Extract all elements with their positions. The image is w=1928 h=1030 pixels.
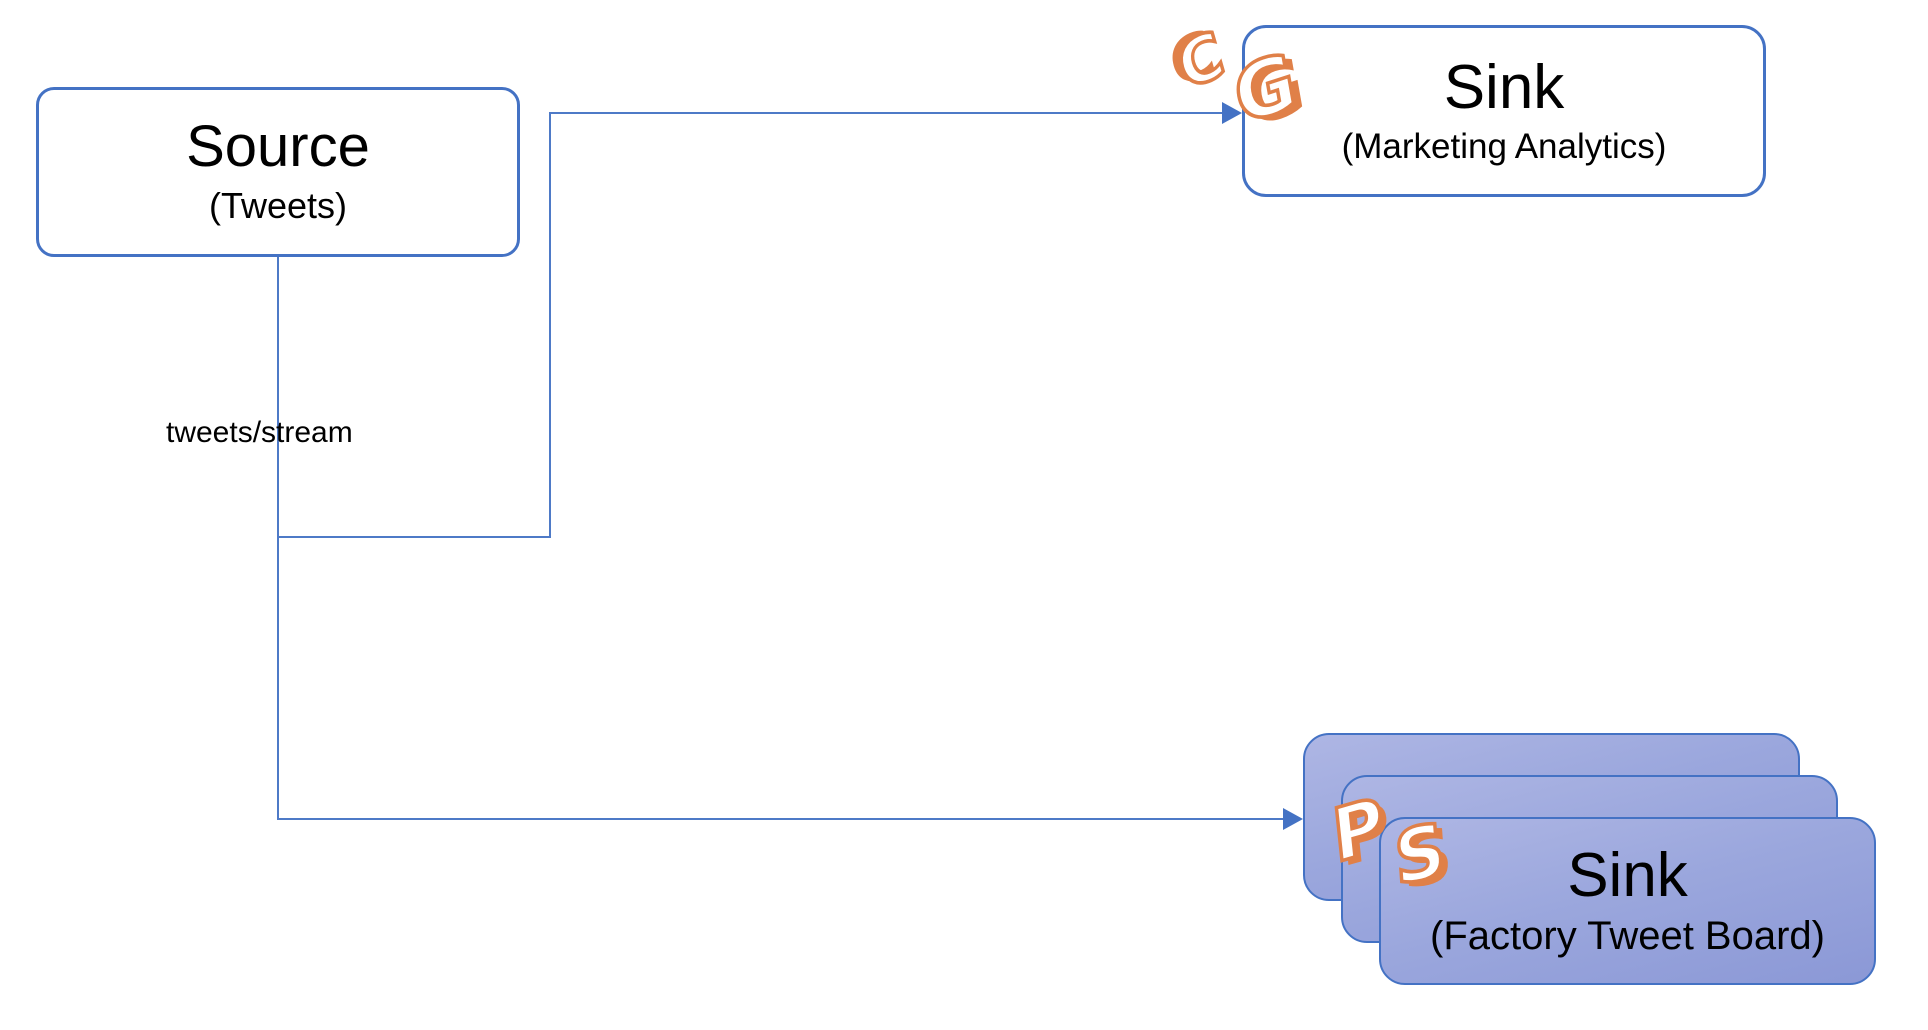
sink-factory-title: Sink: [1567, 840, 1688, 910]
sink-marketing-subtitle: (Marketing Analytics): [1341, 126, 1667, 166]
edge-label-tweets-stream: tweets/stream: [166, 416, 353, 449]
arrowhead-marketing-sink: [1222, 102, 1242, 124]
source-node-subtitle: (Tweets): [208, 185, 348, 227]
arrowhead-factory-sink: [1283, 808, 1303, 830]
connector-to-marketing-sink: [551, 112, 1222, 114]
connector-source-down: [277, 257, 279, 820]
connector-branch-up: [549, 112, 551, 538]
sink-marketing-title: Sink: [1443, 52, 1565, 122]
connector-to-factory-sink: [277, 818, 1285, 820]
connector-branch-horizontal: [277, 536, 551, 538]
cg-logo-letter-c: C: [1168, 14, 1233, 107]
sink-factory-subtitle: (Factory Tweet Board): [1430, 914, 1825, 959]
sink-factory-node: Sink (Factory Tweet Board): [1379, 817, 1876, 985]
source-node: Source (Tweets): [36, 87, 520, 257]
sink-marketing-node: Sink (Marketing Analytics): [1242, 25, 1766, 197]
source-node-title: Source: [186, 114, 370, 180]
